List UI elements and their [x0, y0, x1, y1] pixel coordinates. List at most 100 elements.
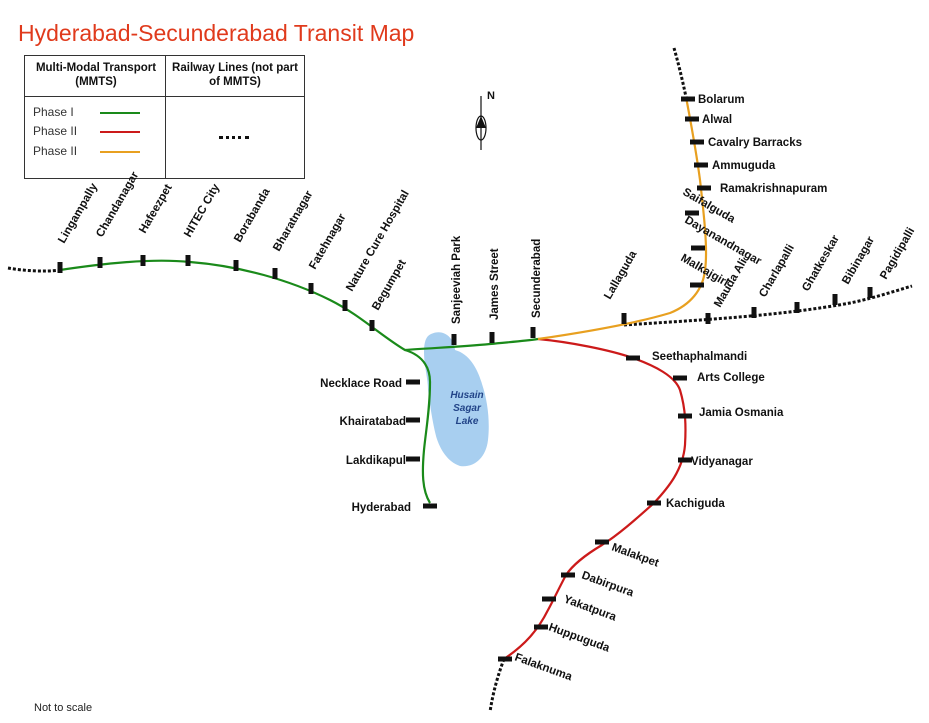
station-label: Vidyanagar	[691, 456, 753, 468]
legend-swatch-green	[100, 112, 140, 114]
station-label: Hyderabad	[352, 502, 411, 514]
station-marker	[794, 302, 800, 313]
station-marker	[690, 282, 704, 288]
mmts-phase1-south-line	[404, 348, 432, 504]
legend: Multi-Modal Transport (MMTS) Railway Lin…	[24, 55, 305, 179]
map-title: Hyderabad-Secunderabad Transit Map	[18, 20, 415, 46]
legend-swatch-red	[100, 131, 140, 133]
station-marker	[97, 257, 103, 268]
station-label: Malakpet	[610, 542, 661, 570]
station-marker	[751, 307, 757, 318]
station-label: Yakatpura	[562, 594, 618, 624]
station-marker	[621, 313, 627, 324]
station-marker	[678, 413, 692, 419]
station-label: HITEC City	[182, 182, 222, 240]
station-label: James Street	[489, 248, 501, 320]
station-markers	[57, 96, 873, 662]
station-label: Ammuguda	[712, 160, 776, 172]
station-marker	[534, 624, 548, 630]
station-marker	[57, 262, 63, 273]
railway-line-south	[488, 658, 506, 713]
station-marker	[406, 379, 420, 385]
station-marker	[272, 268, 278, 279]
railway-line-north	[672, 47, 688, 98]
station-label: Nature Cure Hospital	[344, 188, 412, 293]
station-label: Cavalry Barracks	[708, 137, 802, 149]
station-marker	[451, 334, 457, 345]
station-label: Lallaguda	[602, 248, 640, 301]
station-label: Lakdikapul	[346, 455, 406, 467]
station-label: Dabirpura	[580, 570, 636, 600]
station-label: Kachiguda	[666, 498, 725, 510]
legend-header-mmts: Multi-Modal Transport (MMTS)	[35, 62, 157, 88]
railway-line-west	[7, 266, 61, 273]
station-marker	[308, 283, 314, 294]
station-label: Lingampally	[56, 181, 100, 246]
station-marker	[685, 210, 699, 216]
station-marker	[626, 355, 640, 361]
station-marker	[561, 572, 575, 578]
station-label: Charlapalli	[757, 243, 797, 300]
station-marker	[681, 96, 695, 102]
scale-note: Not to scale	[34, 702, 93, 714]
legend-column-divider	[165, 56, 166, 178]
legend-entry-label: Phase I	[33, 105, 74, 119]
station-label: Jamia Osmania	[699, 407, 784, 419]
station-marker	[595, 539, 609, 545]
station-marker	[369, 320, 375, 331]
husain-sagar-lake	[424, 332, 489, 467]
station-marker	[406, 417, 420, 423]
station-marker	[705, 313, 711, 324]
lake-label-line: Husain	[450, 390, 483, 401]
station-marker	[832, 294, 838, 305]
station-label: Falaknuma	[513, 652, 574, 684]
station-marker	[530, 327, 536, 338]
station-label: Secunderabad	[531, 239, 543, 318]
legend-header-railway: Railway Lines (not part of MMTS)	[172, 62, 298, 88]
legend-entry-label: Phase II	[33, 124, 78, 138]
station-label: Fatehnagar	[307, 211, 349, 271]
compass-icon: N	[475, 90, 495, 150]
lake-label-line: Sagar	[453, 403, 482, 414]
station-marker	[498, 656, 512, 662]
legend-entry-phase1: Phase I	[33, 104, 163, 122]
station-marker	[140, 255, 146, 266]
station-marker	[867, 287, 873, 298]
station-marker	[691, 245, 705, 251]
legend-entry-phase2-orange: Phase II	[33, 143, 163, 161]
station-marker	[342, 300, 348, 311]
mmts-phase2-orange-line	[537, 96, 708, 341]
legend-swatch-orange	[100, 151, 140, 153]
station-label: Alwal	[702, 114, 732, 126]
station-label: Ramakrishnapuram	[720, 183, 827, 195]
station-label: Begumpet	[370, 258, 409, 313]
station-marker	[673, 375, 687, 381]
mmts-phase1-west-line	[59, 259, 539, 352]
station-label: Arts College	[697, 372, 765, 384]
compass-north-label: N	[487, 90, 495, 102]
station-marker	[690, 139, 704, 145]
station-marker	[423, 503, 437, 509]
station-marker	[406, 456, 420, 462]
station-marker	[647, 500, 661, 506]
station-label: Borabanda	[232, 186, 273, 245]
legend-row-divider	[25, 96, 304, 97]
station-label: Seethaphalmandi	[652, 351, 747, 363]
legend-entry-label: Phase II	[33, 144, 78, 158]
station-label: Hafeezpet	[137, 182, 175, 235]
station-label: Bolarum	[698, 94, 745, 106]
railway-line-east	[623, 284, 913, 327]
station-label: Huppuguda	[547, 622, 612, 655]
station-label: Chandanagar	[94, 169, 141, 239]
station-marker	[185, 255, 191, 266]
lake-label-line: Lake	[456, 416, 479, 427]
station-marker	[233, 260, 239, 271]
legend-railway-dotted-line	[219, 136, 249, 139]
station-label: Necklace Road	[320, 378, 402, 390]
station-label: Ghatkeskar	[800, 233, 842, 294]
legend-entry-phase2-red: Phase II	[33, 123, 163, 141]
station-marker	[678, 457, 692, 463]
